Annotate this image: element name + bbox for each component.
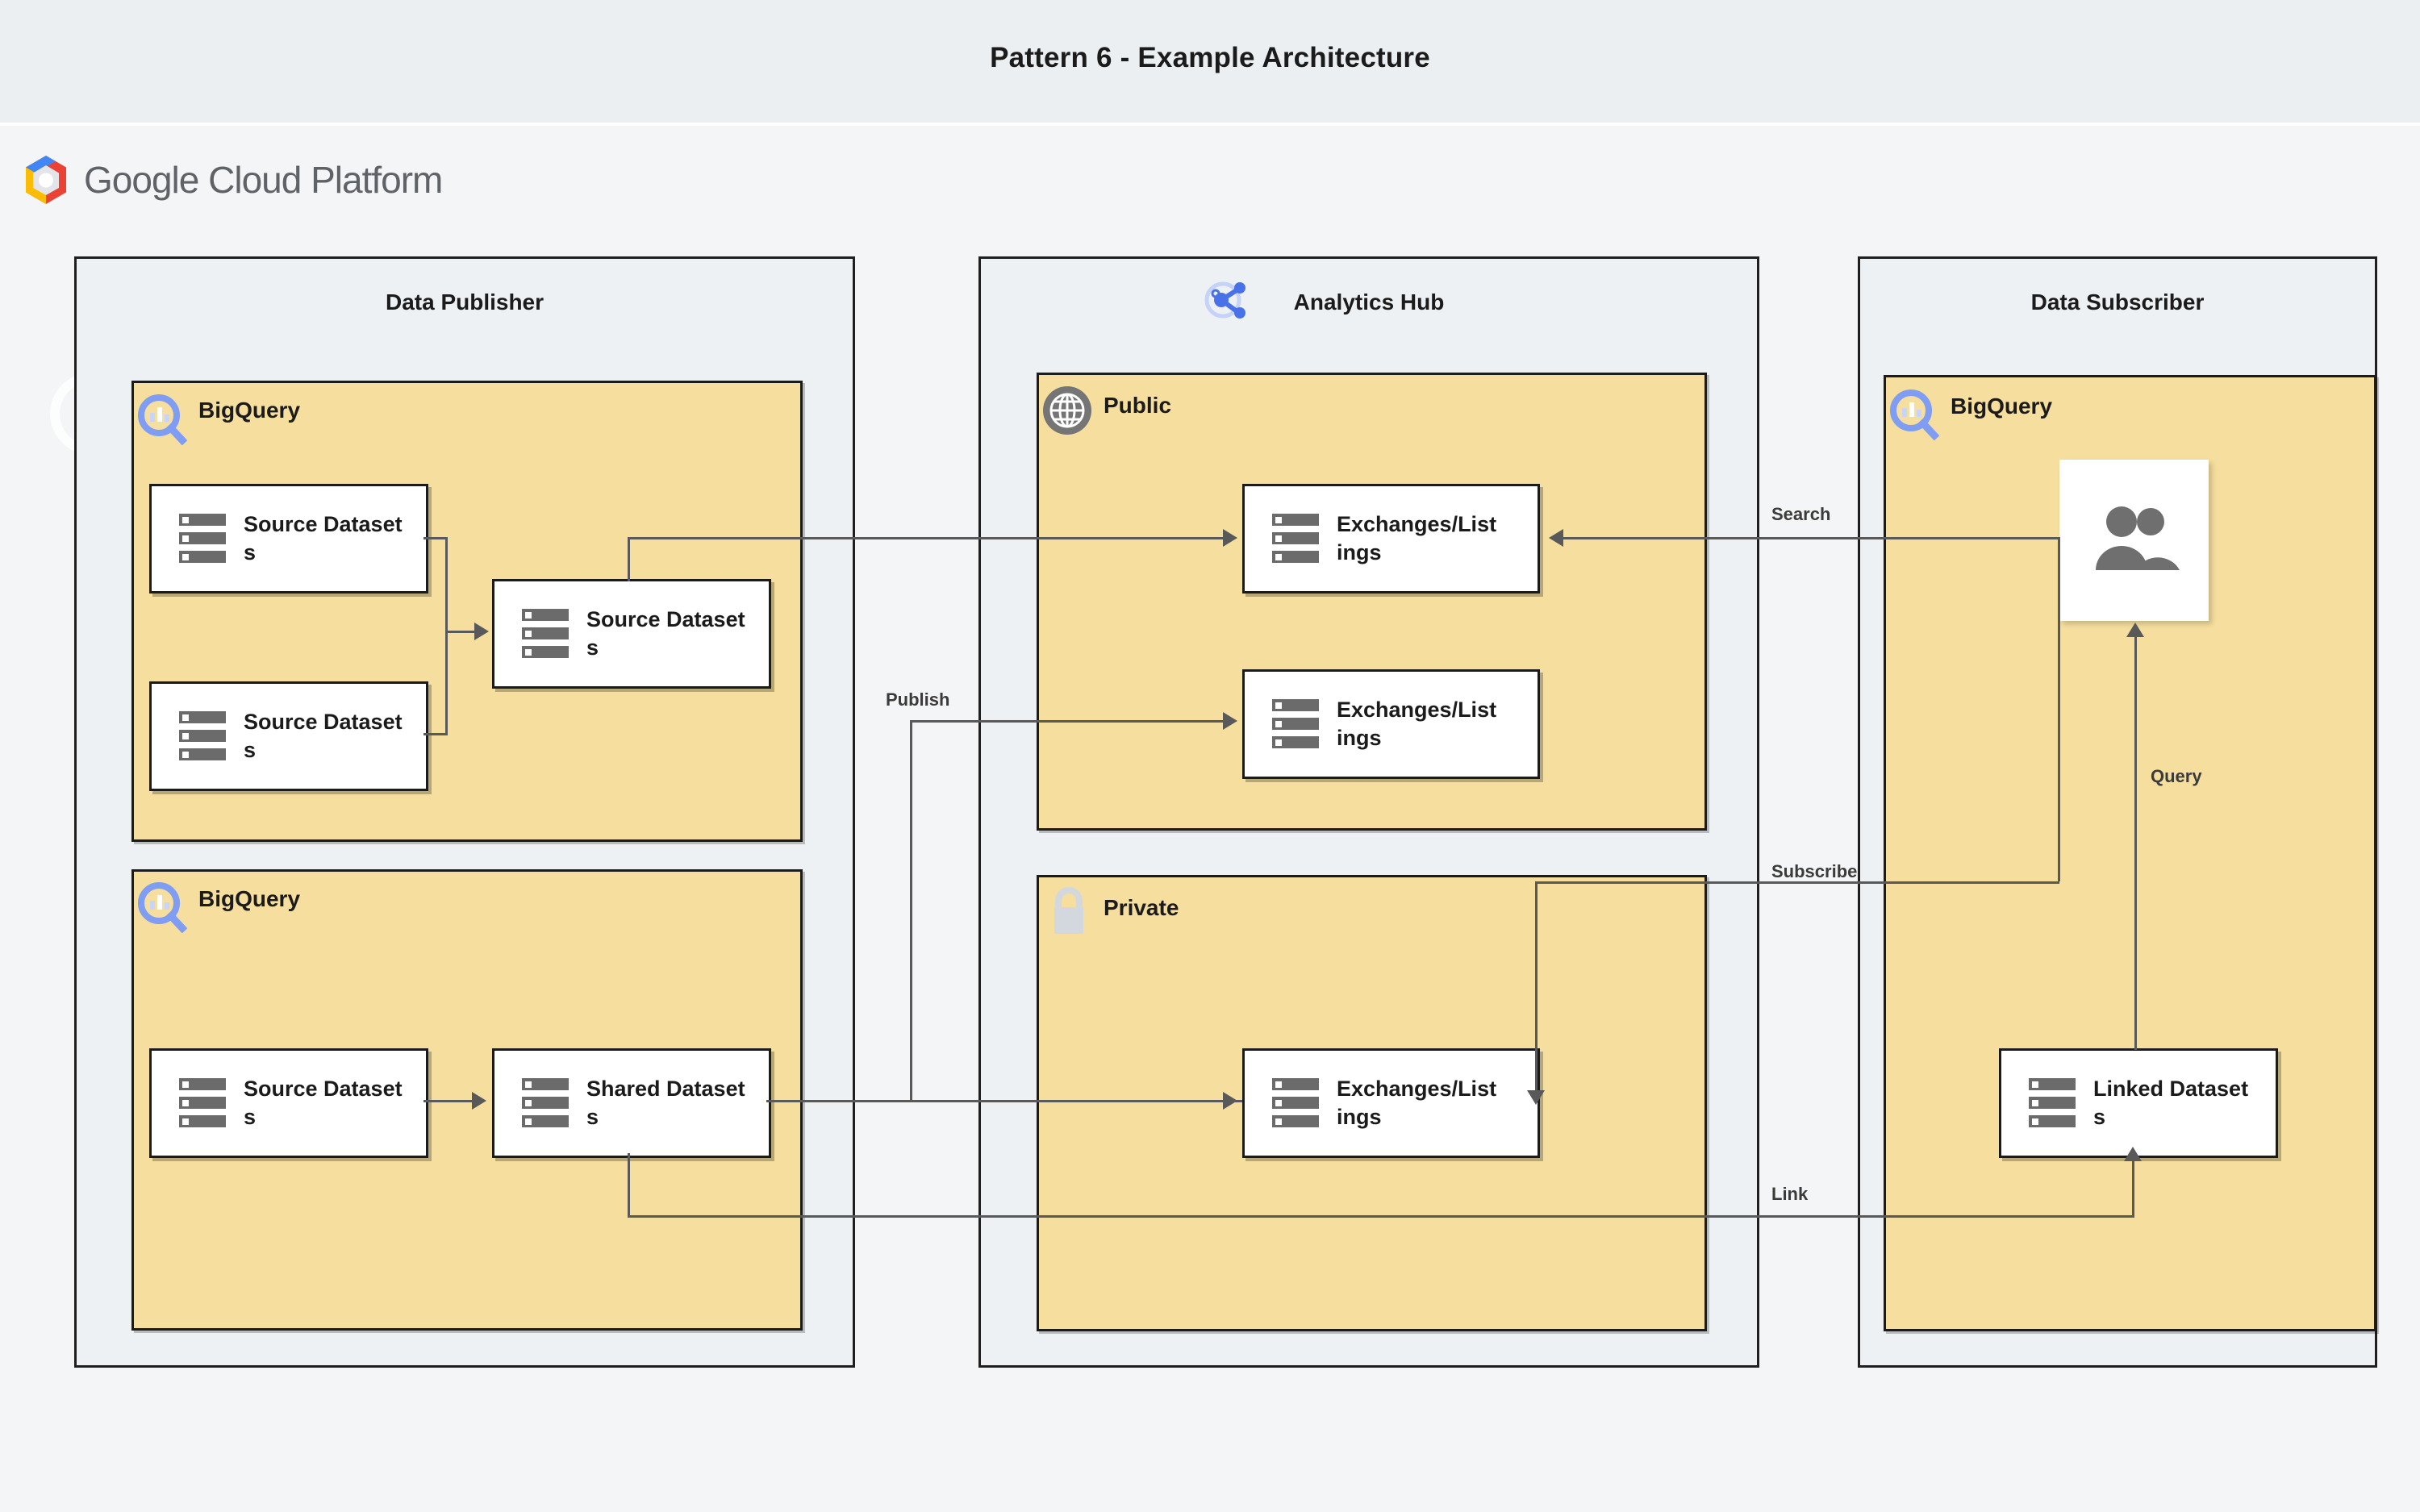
gcp-logo-cloud-platform: Cloud Platform [198, 159, 443, 201]
users-icon [2086, 504, 2183, 577]
arrow-into-listing-2 [1223, 712, 1237, 730]
arrow-into-linked-datasets [2124, 1147, 2142, 1161]
zone-title-analytics-hub: Analytics Hub [1293, 289, 1445, 314]
node-label: Exchanges/Listings [1337, 512, 1497, 564]
page-title: Pattern 6 - Example Architecture [990, 42, 1430, 73]
product-label-bigquery-top: BigQuery [198, 398, 301, 423]
dataset-icon [179, 1078, 226, 1128]
bigquery-icon [1889, 389, 1940, 441]
gcp-logo-text: Google Cloud Platform [84, 158, 443, 202]
gcp-logo-google: Google [84, 159, 199, 201]
arrow-into-users-query [2126, 623, 2144, 637]
connector-shared-to-listing3 [766, 1100, 1242, 1102]
node-hub-listing-1: Exchanges/Listings [1242, 484, 1540, 594]
dataset-icon [1272, 514, 1319, 564]
connector-source4-to-shared [424, 1100, 474, 1102]
node-label: Exchanges/Listings [1337, 698, 1497, 750]
node-pub-shared: Shared Datasets [492, 1048, 771, 1158]
node-pub-source-1: Source Datasets [149, 484, 428, 594]
product-label-bigquery-subscriber: BigQuery [1951, 394, 2053, 419]
node-label: Source Datasets [244, 710, 403, 762]
product-label-bigquery-bottom: BigQuery [198, 886, 301, 911]
share-nodes-icon [1202, 274, 1254, 326]
connector-subscribe-to-listing [1535, 881, 1538, 1099]
dataset-icon [522, 609, 569, 659]
node-label: Exchanges/Listings [1337, 1077, 1497, 1129]
arrow-into-listing-3-subscribe [1527, 1090, 1545, 1105]
node-hub-listing-3: Exchanges/Listings [1242, 1048, 1540, 1158]
node-label: Linked Datasets [2093, 1077, 2249, 1129]
bigquery-icon [137, 394, 188, 446]
dataset-icon [179, 514, 226, 564]
edge-label-link: Link [1771, 1184, 1809, 1204]
node-label: Shared Datasets [586, 1077, 745, 1129]
arrow-into-listing-3 [1223, 1092, 1237, 1110]
connector-publish-vertical [910, 720, 912, 1100]
connector-subscribe-down [2058, 573, 2060, 881]
title-band [0, 0, 2420, 123]
connector-merge-bottom [424, 733, 448, 735]
connector-link-up [2132, 1153, 2134, 1218]
connector-subscribe-left [1535, 881, 2059, 884]
dataset-icon [179, 711, 226, 761]
node-sub-users [2059, 460, 2209, 621]
node-label: Source Datasets [586, 607, 745, 660]
arrow-into-listing-1 [1223, 529, 1237, 547]
globe-icon [1042, 385, 1092, 435]
dataset-icon [522, 1078, 569, 1128]
edge-label-publish: Publish [886, 689, 950, 710]
connector-search [1563, 537, 2059, 539]
connector-merge-vertical [445, 537, 448, 735]
connector-search-users-stub [2058, 537, 2060, 573]
arrow-into-source-3 [474, 623, 489, 640]
dataset-icon [1272, 1078, 1319, 1128]
product-label-public: Public [1104, 393, 1172, 418]
zone-title-data-publisher: Data Publisher [385, 289, 544, 314]
arrow-into-shared [472, 1092, 486, 1110]
connector-publish-up [628, 537, 630, 581]
node-pub-source-2: Source Datasets [149, 681, 428, 791]
edge-label-search: Search [1771, 504, 1831, 524]
connector-publish-top [628, 537, 1226, 539]
connector-link-down [628, 1153, 630, 1218]
arrow-into-listing-1-search [1549, 529, 1563, 547]
zone-title-data-subscriber: Data Subscriber [2030, 289, 2205, 314]
gcp-logo: Google Cloud Platform [23, 144, 443, 216]
bigquery-icon [137, 881, 188, 934]
dataset-icon [2029, 1078, 2076, 1128]
node-pub-source-3: Source Datasets [492, 579, 771, 689]
node-sub-linked: Linked Datasets [1999, 1048, 2278, 1158]
node-label: Source Datasets [244, 1077, 403, 1129]
connector-query [2134, 637, 2137, 1050]
edge-label-subscribe: Subscribe [1771, 861, 1858, 881]
connector-merge-out [445, 631, 478, 633]
lock-icon [1049, 887, 1089, 935]
node-pub-source-4: Source Datasets [149, 1048, 428, 1158]
node-label: Source Datasets [244, 512, 403, 564]
connector-publish-to-listing2 [910, 720, 1226, 723]
connector-merge-top [424, 537, 448, 539]
product-label-private: Private [1104, 895, 1179, 920]
node-hub-listing-2: Exchanges/Listings [1242, 669, 1540, 779]
connector-link-across [628, 1215, 2134, 1218]
edge-label-query: Query [2151, 766, 2202, 786]
gcp-hexagon-logo-icon [23, 154, 69, 206]
dataset-icon [1272, 699, 1319, 749]
